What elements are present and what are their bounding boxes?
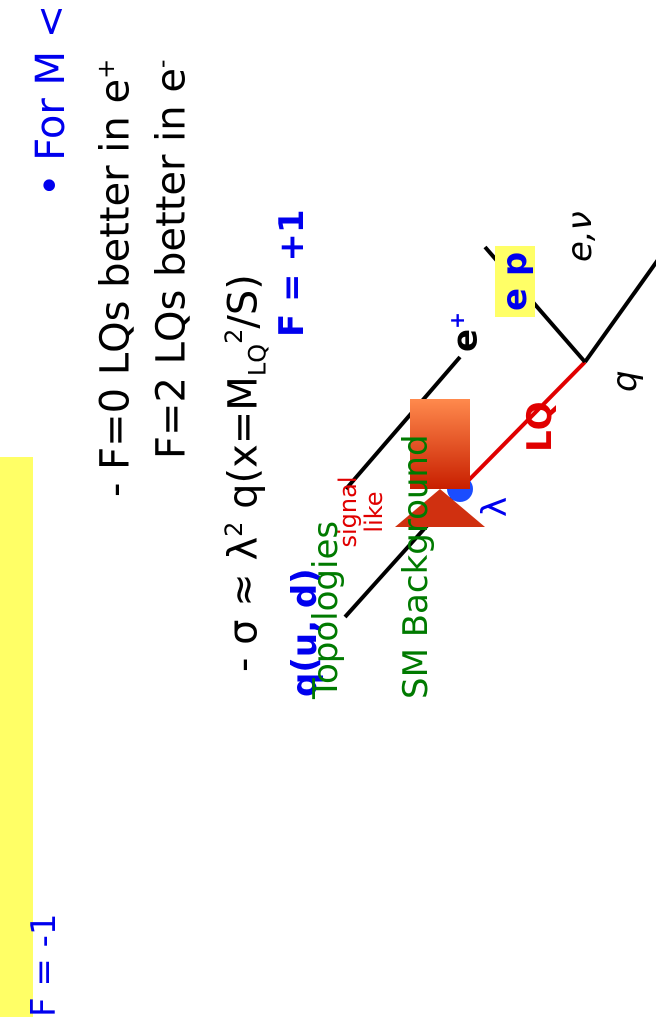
positron-label: e+ (445, 312, 485, 352)
header-background: SM Background (396, 434, 436, 699)
diagram-line-lq (458, 360, 587, 491)
positron-sup: + (445, 311, 469, 329)
positron-text: e (445, 328, 486, 352)
signal-arrow-shaft (410, 399, 470, 489)
diagram-line-positron (344, 355, 462, 491)
fermion-lower-text: F = +1 (272, 209, 312, 337)
signal-arrow-head (395, 489, 485, 527)
header-topologies: Topologies (306, 520, 346, 699)
lq-label: LQ (520, 401, 560, 452)
ep-box: e p (495, 245, 535, 317)
fermion-number-lower: F = +1 (272, 209, 312, 337)
coupling-label: λ (475, 496, 515, 517)
out-quark-label: q (605, 370, 645, 392)
topology-table: Topologies SM Background (296, 434, 596, 989)
out-lepton-label: e,ν (560, 211, 600, 262)
diagram-spacer (585, 0, 588, 362)
diagram-line-out-lepton (583, 255, 656, 364)
